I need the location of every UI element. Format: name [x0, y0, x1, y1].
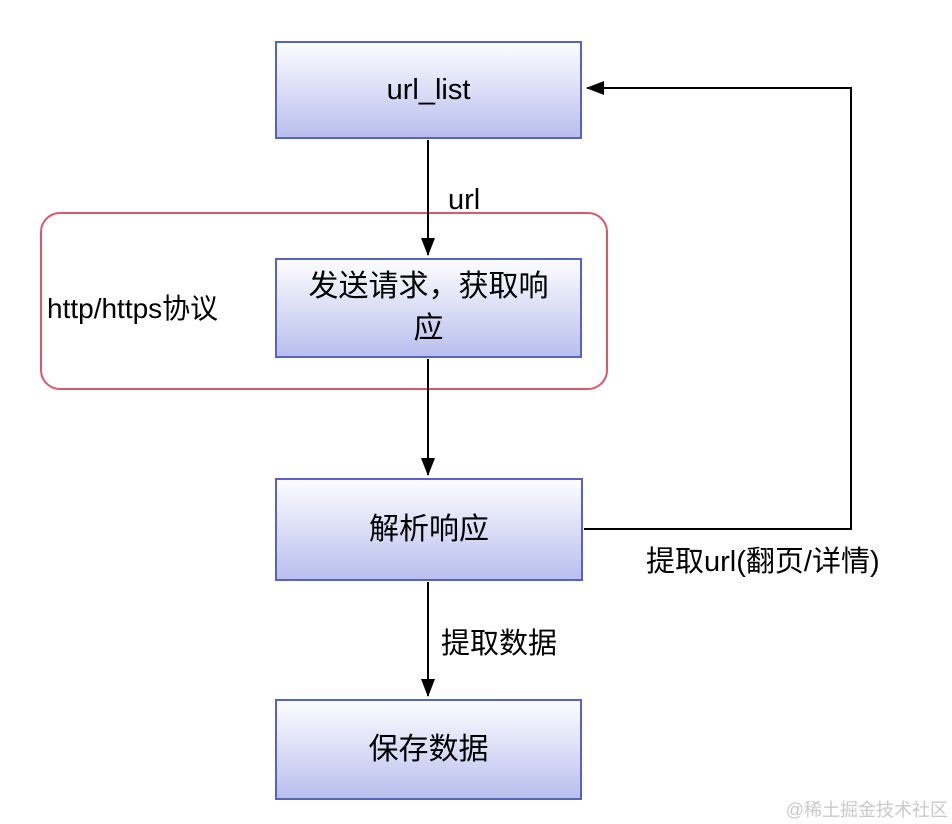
node-send-request-label: 发送请求，获取响应 — [308, 270, 549, 345]
edge-label-extract-url: 提取url(翻页/详情) — [646, 546, 880, 578]
edge-label-url: url — [448, 184, 481, 216]
node-save-data-label: 保存数据 — [368, 732, 489, 766]
protocol-note-label: http/https协议 — [47, 293, 219, 324]
arrow-parse-to-urllist-loop — [584, 81, 852, 530]
edge-label-extract-data: 提取数据 — [441, 628, 558, 660]
node-url-list: url_list — [275, 41, 582, 139]
node-parse-response-label: 解析响应 — [369, 512, 489, 546]
node-send-request: 发送请求，获取响应 — [275, 258, 582, 358]
node-url-list-label: url_list — [386, 73, 471, 106]
node-save-data: 保存数据 — [275, 699, 582, 800]
node-parse-response: 解析响应 — [275, 478, 583, 581]
watermark-text: @稀土掘金技术社区 — [785, 800, 948, 820]
